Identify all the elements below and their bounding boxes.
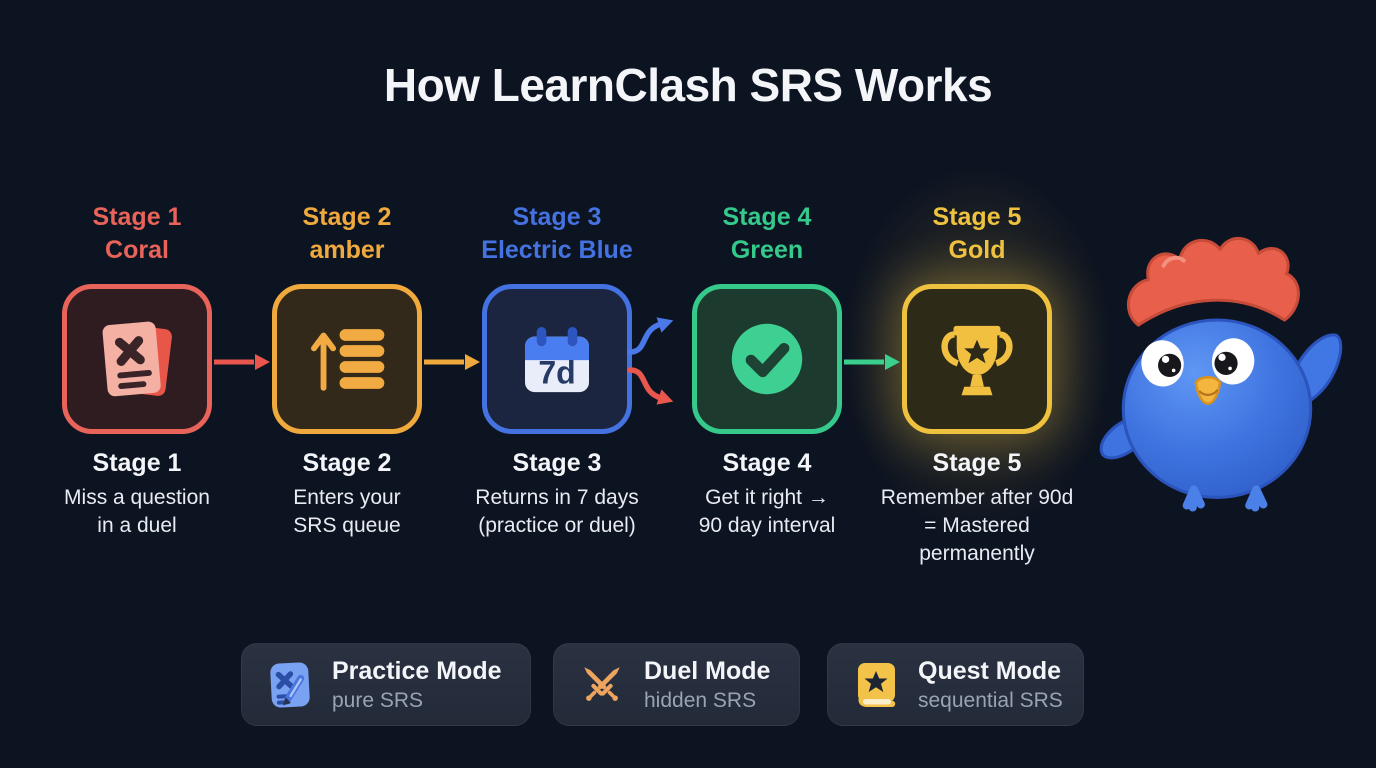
page-title: How LearnClash SRS Works (383, 59, 993, 111)
mascot-crest (1127, 237, 1300, 327)
stage-1-header-line1: Stage 1 (92, 203, 182, 231)
stage-3-header: Stage 3 Electric Blue (452, 201, 662, 267)
stage-column-4: Stage 4 Green Stage 4 Get it right → 90 … (662, 201, 872, 540)
stage-4-card (692, 284, 842, 434)
quest-book-icon (850, 659, 902, 711)
stage-3-desc-line: Returns in 7 days (475, 486, 639, 509)
calendar-7d-icon: 7d (525, 327, 589, 393)
stage-1-card (62, 284, 212, 434)
practice-mode-subtitle: pure SRS (332, 688, 424, 712)
stage-2-desc-line: Enters your (293, 486, 401, 509)
calendar-7d-text: 7d (538, 355, 575, 391)
stage-2-header-line1: Stage 2 (302, 203, 392, 231)
stage-4-header-line1: Stage 4 (722, 203, 812, 231)
stage-2-card (272, 284, 422, 434)
stage-column-2: Stage 2 amber Stage 2 Enters your SRS qu… (242, 201, 452, 540)
mascot-eyes (1141, 338, 1255, 387)
flashcard-x-icon (102, 321, 172, 397)
practice-mode-title: Practice Mode (332, 656, 502, 685)
stage-2-header: Stage 2 amber (242, 201, 452, 267)
mascot-beak (1194, 375, 1222, 405)
stage-2-header-line2: amber (309, 236, 385, 264)
learnclash-bird-mascot (1099, 237, 1343, 512)
stage-3-desc-line: (practice or duel) (478, 514, 636, 537)
stage-column-5: Stage 5 Gold Stage 5 Remember after 90d … (872, 201, 1082, 568)
quest-mode-badge[interactable]: Quest Mode sequential SRS (827, 643, 1084, 726)
stage-3-header-line2: Electric Blue (481, 236, 633, 264)
stage-2-label: Stage 2 (302, 449, 392, 477)
stage-3-header-line1: Stage 3 (512, 203, 602, 231)
stage-3-description: Returns in 7 days (practice or duel) (452, 484, 662, 540)
checkmark-icon (731, 323, 803, 395)
stage-3-label: Stage 3 (512, 449, 602, 477)
stage-5-header-line2: Gold (948, 236, 1006, 264)
stage-1-label: Stage 1 (92, 449, 182, 477)
stage-4-header-line2: Green (730, 236, 804, 264)
stage-5-desc-line: Remember after 90d (880, 486, 1074, 509)
duel-mode-subtitle: hidden SRS (644, 688, 757, 712)
stage-5-desc-line: permanently (919, 542, 1035, 565)
duel-mode-badge[interactable]: Duel Mode hidden SRS (553, 643, 800, 726)
stage-5-label: Stage 5 (932, 449, 1022, 477)
stage-4-desc-line: Get it right → (705, 486, 829, 509)
stage-3-card: 7d (482, 284, 632, 434)
stage-5-desc-line: = Mastered (924, 514, 1030, 537)
stage-column-1: Stage 1 Coral Stage 1 Miss a question in… (32, 201, 242, 540)
stage-column-3: Stage 3 Electric Blue 7d Stage 3 Returns… (452, 201, 662, 540)
stage-4-description: Get it right → 90 day interval (662, 484, 872, 540)
stage-1-description: Miss a question in a duel (32, 484, 242, 540)
stage-5-card (902, 284, 1052, 434)
crossed-swords-icon (576, 659, 628, 711)
mascot-feet (1182, 485, 1268, 512)
stage-4-desc-line: 90 day interval (698, 514, 836, 537)
stage-5-description: Remember after 90d = Mastered permanentl… (872, 484, 1082, 568)
stage-1-desc-line: Miss a question (64, 486, 210, 509)
practice-mode-text: Practice Mode pure SRS (332, 657, 502, 713)
queue-icon (311, 329, 385, 391)
stage-1-desc-line: in a duel (97, 514, 177, 537)
stage-5-header-line1: Stage 5 (932, 203, 1022, 231)
practice-mode-badge[interactable]: Practice Mode pure SRS (241, 643, 531, 726)
duel-mode-text: Duel Mode hidden SRS (644, 657, 770, 713)
quest-mode-subtitle: sequential SRS (918, 688, 1063, 712)
quest-mode-title: Quest Mode (918, 656, 1062, 685)
stage-1-header-line2: Coral (105, 236, 169, 264)
quest-mode-text: Quest Mode sequential SRS (918, 657, 1063, 713)
trophy-icon (941, 325, 1013, 396)
stage-4-label: Stage 4 (722, 449, 812, 477)
stage-2-desc-line: SRS queue (293, 514, 401, 537)
stage-1-header: Stage 1 Coral (32, 201, 242, 267)
duel-mode-title: Duel Mode (644, 656, 771, 685)
stage-4-header: Stage 4 Green (662, 201, 872, 267)
stage-2-description: Enters your SRS queue (242, 484, 452, 540)
stage-5-header: Stage 5 Gold (872, 201, 1082, 267)
practice-pencil-icon (264, 659, 316, 711)
